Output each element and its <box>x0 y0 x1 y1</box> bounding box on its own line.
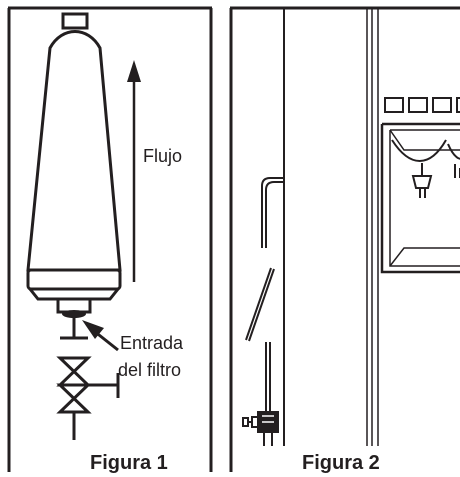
flow-label: Flujo <box>143 146 182 166</box>
dispenser-recess <box>380 122 460 274</box>
inlet-pointer-arrow <box>82 320 119 352</box>
figure-2-frame <box>229 6 460 472</box>
inlet-label-line1: Entrada <box>120 333 184 353</box>
dispenser-paddles <box>391 139 460 198</box>
flow-arrow <box>127 60 141 282</box>
figure-1-frame <box>7 6 213 472</box>
shutoff-valve <box>56 316 120 440</box>
figure-2-panel: Figura 2 <box>229 6 460 474</box>
inlet-label-line2: del filtro <box>118 360 181 380</box>
dispenser-control-buttons <box>384 97 460 113</box>
figure-2-caption: Figura 2 <box>302 452 380 474</box>
filter-inlet-opening <box>62 310 86 318</box>
tubing-fitting <box>242 411 279 433</box>
figure-1-caption: Figura 1 <box>90 452 168 474</box>
figure-1-panel: Flujo Entrada del filtro Figura 1 <box>7 6 213 474</box>
water-tubing <box>245 177 284 446</box>
refrigerator-side-lines <box>283 8 379 446</box>
filter-cartridge <box>26 12 122 314</box>
